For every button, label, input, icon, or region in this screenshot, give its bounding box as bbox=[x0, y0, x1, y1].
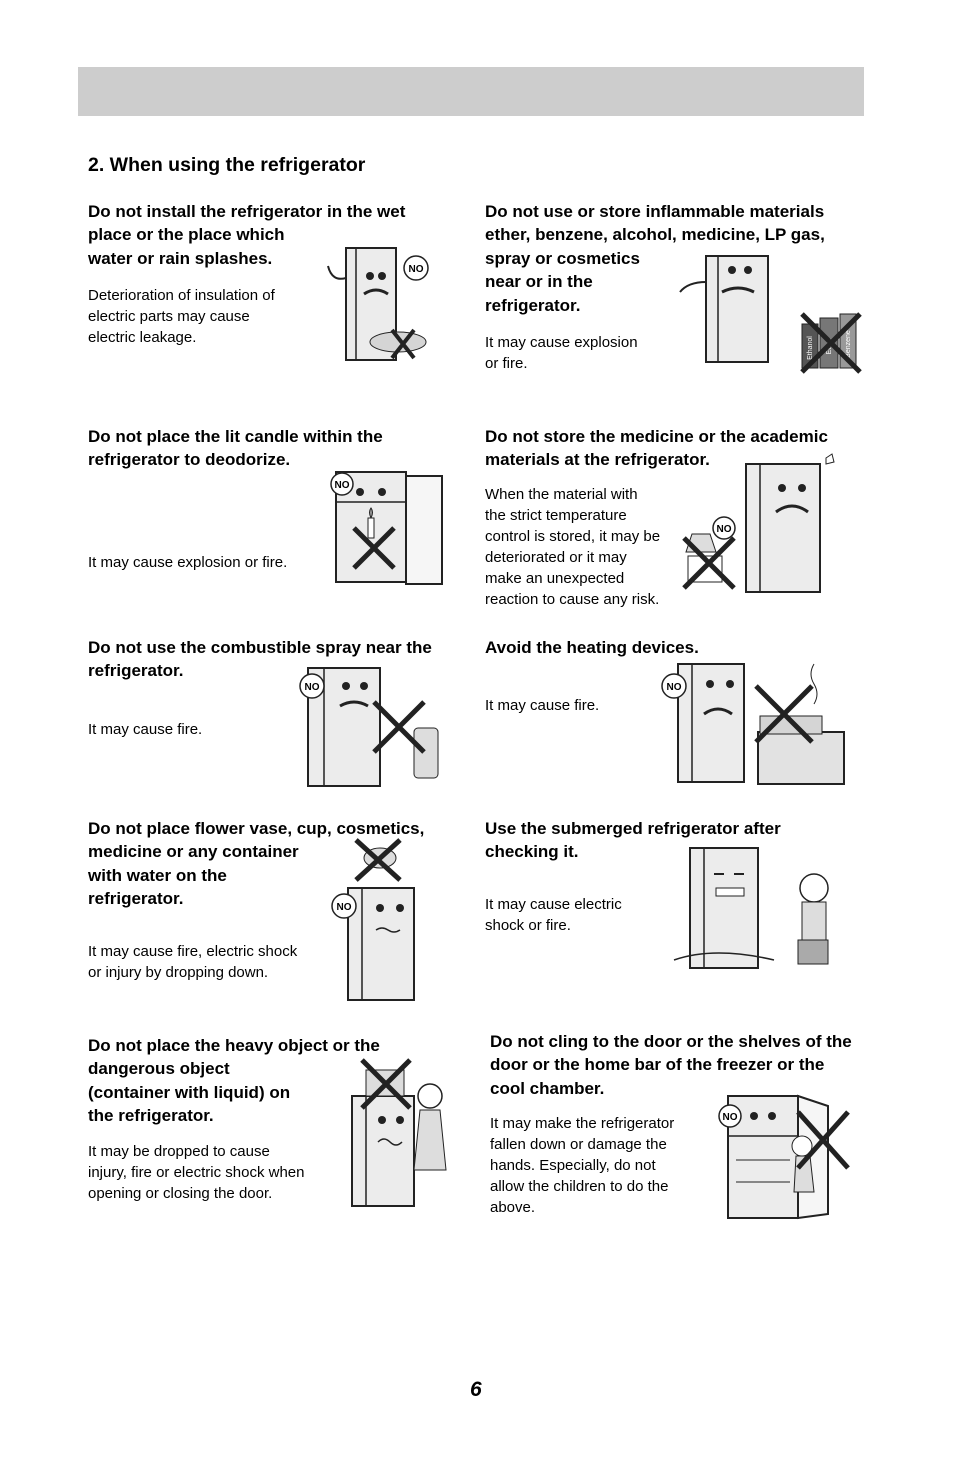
fridge-vase-illustration: NO bbox=[326, 836, 446, 1004]
no-sign-label: NO bbox=[717, 524, 732, 535]
item-heading: Do not use the combustible spray near th… bbox=[88, 638, 432, 681]
item-body: It may cause fire. bbox=[485, 697, 600, 715]
item-heading: Do not use or store inflammable material… bbox=[485, 202, 825, 315]
item-body: When the material with the strict temper… bbox=[485, 485, 661, 608]
item-submerged: Use the submerged refrigerator after che… bbox=[485, 817, 845, 936]
fridge-medicine-illustration: NO bbox=[676, 448, 836, 598]
header-banner bbox=[78, 67, 864, 116]
fridge-spray-illustration: NO bbox=[282, 662, 450, 790]
no-sign-label: NO bbox=[337, 902, 352, 913]
fridge-chemicals-illustration: Ethanol Ether Benzene bbox=[662, 248, 868, 378]
no-sign-label: NO bbox=[305, 682, 320, 693]
item-heavy-object: Do not place the heavy object or the dan… bbox=[88, 1034, 448, 1204]
item-heading: Do not place flower vase, cup, cosmetics… bbox=[88, 819, 425, 909]
item-body: It may cause explosion or fire. bbox=[88, 553, 288, 571]
item-heading: Do not place the lit candle within the r… bbox=[88, 427, 383, 470]
item-heading: Avoid the heating devices. bbox=[485, 638, 699, 657]
no-sign-label: NO bbox=[667, 682, 682, 693]
fridge-cling-illustration: NO bbox=[700, 1086, 856, 1222]
no-sign-label: NO bbox=[335, 480, 350, 491]
item-inflammable: Do not use or store inflammable material… bbox=[485, 200, 845, 374]
item-lit-candle: Do not place the lit candle within the r… bbox=[88, 425, 428, 573]
item-body: It may make the refrigerator fallen down… bbox=[490, 1115, 675, 1217]
item-heading: Do not place the heavy object or the dan… bbox=[88, 1036, 380, 1126]
item-wet-place: Do not install the refrigerator in the w… bbox=[88, 200, 428, 348]
fridge-submerged-illustration bbox=[664, 844, 854, 976]
item-heading: Do not install the refrigerator in the w… bbox=[88, 202, 406, 268]
benzene-label: Benzene bbox=[845, 330, 852, 358]
page-number: 6 bbox=[470, 1378, 482, 1401]
item-body: Deterioration of insulation of electric … bbox=[88, 287, 275, 347]
item-body: It may be dropped to cause injury, fire … bbox=[88, 1142, 305, 1202]
item-medicine: Do not store the medicine or the academi… bbox=[485, 425, 845, 610]
item-heading: Use the submerged refrigerator after che… bbox=[485, 819, 781, 862]
item-heading: Do not cling to the door or the shelves … bbox=[490, 1032, 852, 1098]
item-flower-vase: Do not place flower vase, cup, cosmetics… bbox=[88, 817, 448, 983]
item-body: It may cause fire, electric shock or inj… bbox=[88, 942, 298, 981]
item-combustible-spray: Do not use the combustible spray near th… bbox=[88, 636, 448, 740]
item-body: It may cause explosion or fire. bbox=[485, 334, 638, 373]
item-body: It may cause electric shock or fire. bbox=[485, 895, 622, 934]
ethanol-label: Ethanol bbox=[807, 336, 814, 360]
no-sign-label: NO bbox=[723, 1112, 738, 1123]
fridge-heavy-object-illustration bbox=[338, 1056, 448, 1210]
item-cling-door: Do not cling to the door or the shelves … bbox=[490, 1030, 870, 1218]
fridge-water-illustration: NO bbox=[318, 238, 450, 366]
no-sign-label: NO bbox=[409, 264, 424, 275]
fridge-heater-illustration: NO bbox=[648, 656, 848, 788]
fridge-candle-illustration: NO bbox=[312, 458, 448, 590]
item-heading: Do not store the medicine or the academi… bbox=[485, 427, 828, 470]
item-body: It may cause fire. bbox=[88, 720, 203, 738]
item-heating-devices: Avoid the heating devices. It may cause … bbox=[485, 636, 845, 716]
section-title: 2. When using the refrigerator bbox=[88, 154, 366, 176]
